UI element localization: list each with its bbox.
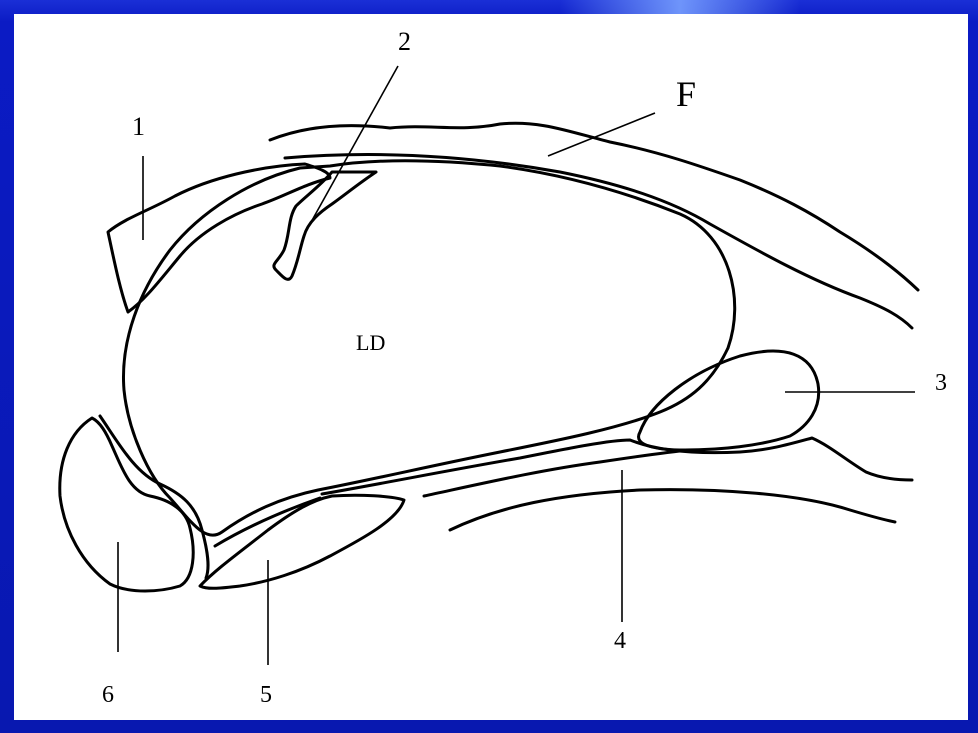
label-2: 2 xyxy=(398,27,411,56)
structure-5 xyxy=(200,495,404,588)
structure-1 xyxy=(108,164,330,312)
structure-f-upper-line xyxy=(270,123,918,290)
structure-f-lower-line xyxy=(285,154,912,328)
label-f: F xyxy=(676,74,696,114)
label-3: 3 xyxy=(935,370,947,396)
structure-4-upper-line xyxy=(322,438,912,494)
label-6: 6 xyxy=(102,682,114,708)
structure-2 xyxy=(274,172,376,279)
structure-ld xyxy=(123,161,734,535)
structure-3 xyxy=(639,351,819,450)
label-5: 5 xyxy=(260,682,272,708)
label-1: 1 xyxy=(132,112,145,141)
label-4: 4 xyxy=(614,628,626,654)
structure-6 xyxy=(60,418,193,591)
label-ld: LD xyxy=(356,330,385,355)
structure-4-lower-line xyxy=(450,490,895,530)
leader-line-2 xyxy=(310,66,398,224)
